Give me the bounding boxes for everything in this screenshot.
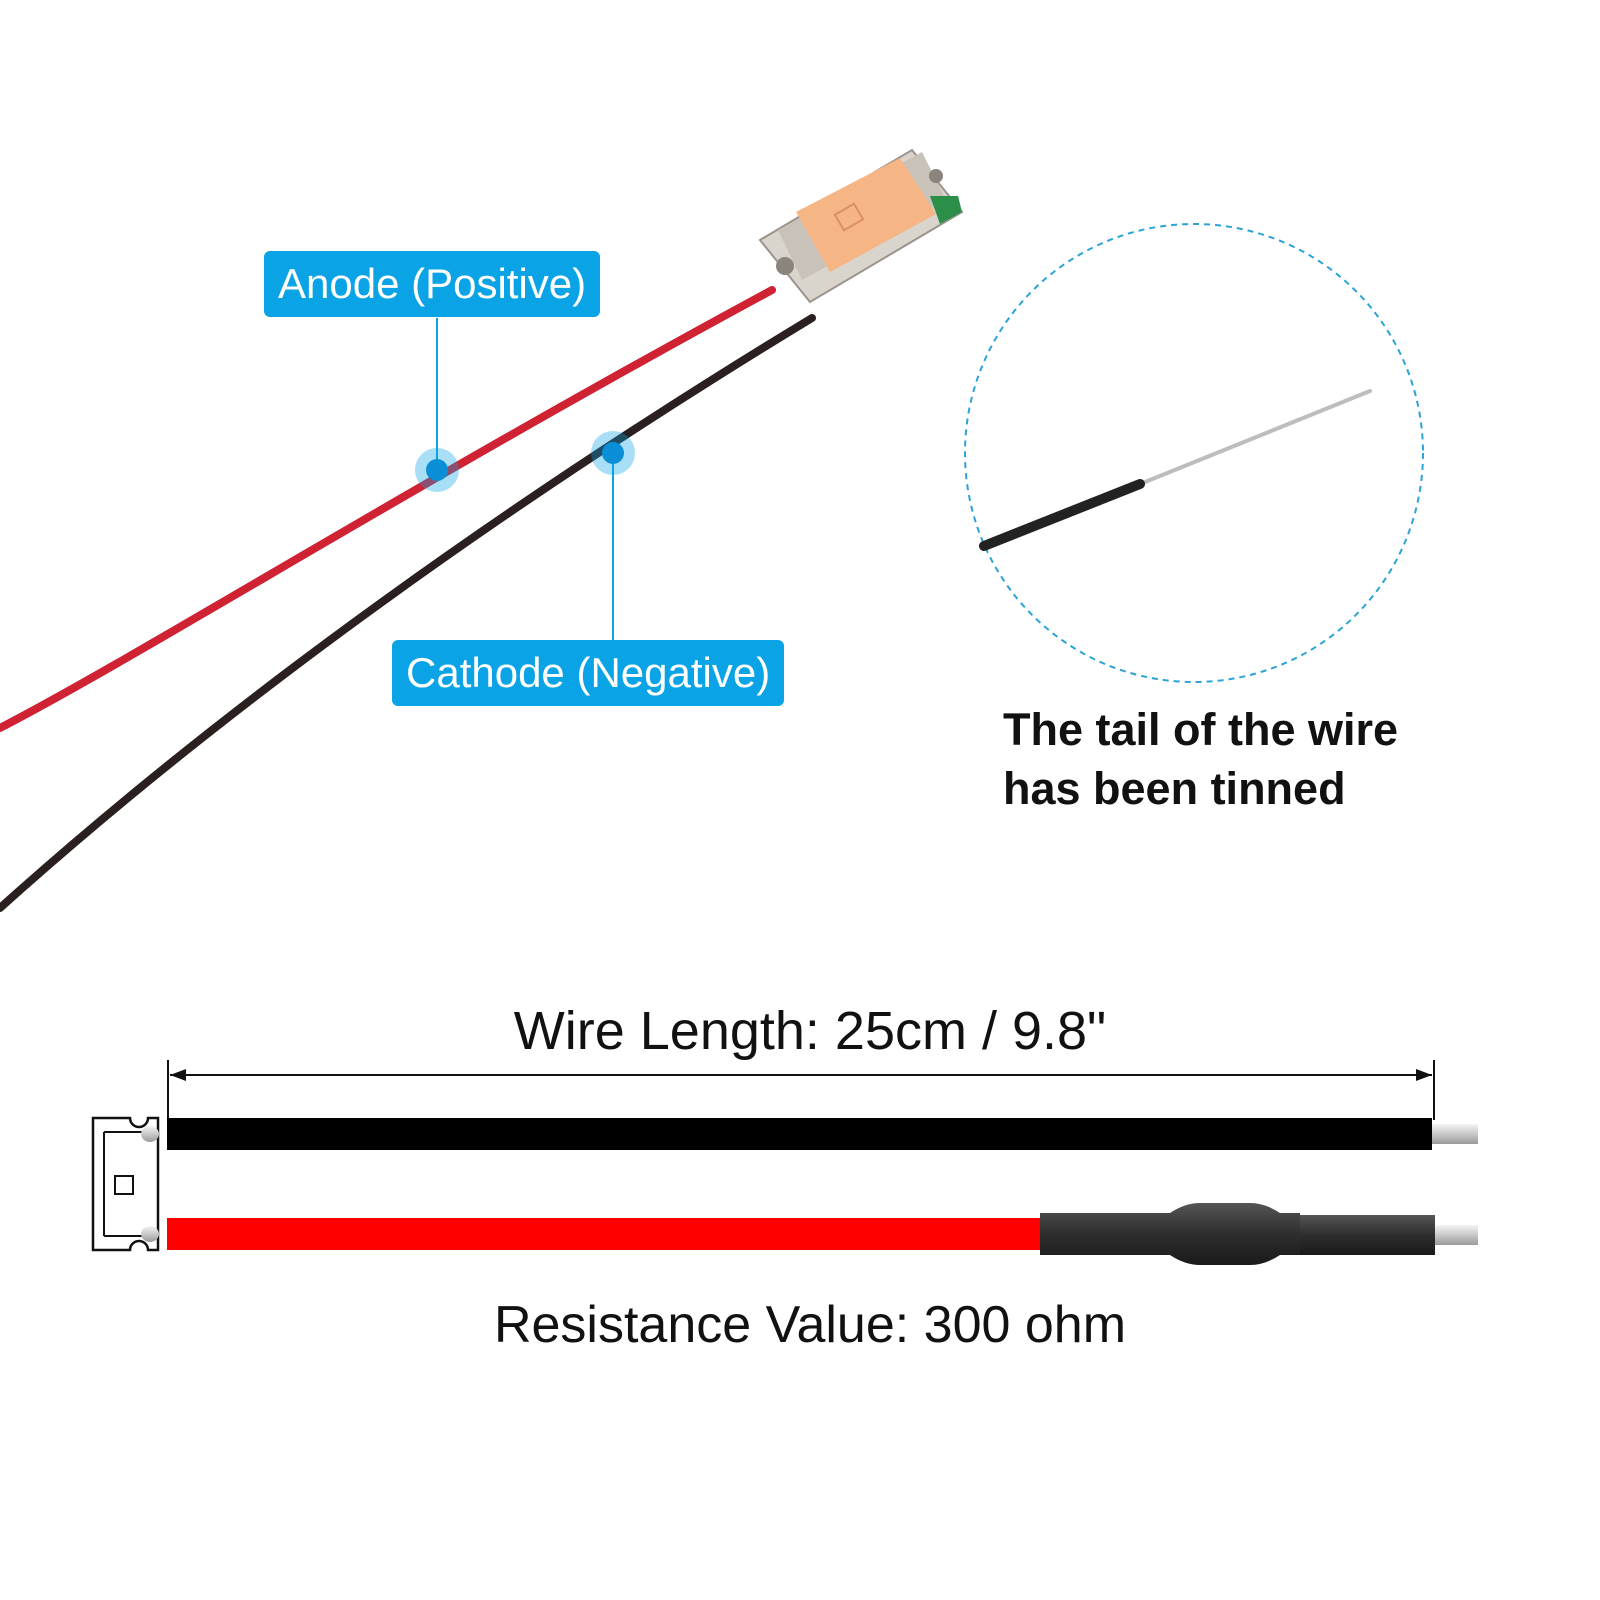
anode-marker [426, 459, 448, 481]
resistance-label: Resistance Value: 300 ohm [493, 1296, 1127, 1354]
tinned-tip [1138, 389, 1372, 486]
anode-label: Anode (Positive) [264, 251, 601, 317]
cathode-marker [602, 442, 624, 464]
diagram-black-wire [167, 1118, 1432, 1150]
positive-wire [0, 286, 776, 732]
led-outline-icon [91, 1116, 160, 1252]
wire-length-label: Wire Length: 25cm / 9.8" [513, 1001, 1107, 1061]
tinned-tail-note-line1: The tail of the wire [1003, 704, 1399, 755]
smd-led [758, 148, 964, 304]
black-wire-tin-tip [1432, 1124, 1478, 1144]
tail-wire [979, 479, 1145, 551]
wire-length-dimension [167, 1060, 1435, 1120]
heat-shrink-resistor [1040, 1203, 1300, 1265]
zoom-circle [964, 223, 1424, 683]
tinned-tail-note-line2: has been tinned [1003, 763, 1346, 814]
red-wire-tin-tip [1435, 1225, 1478, 1245]
negative-wire [0, 314, 816, 912]
tinned-tail-note: The tail of the wire has been tinned [1003, 700, 1563, 818]
diagram-red-wire [167, 1218, 1040, 1250]
cathode-label: Cathode (Negative) [392, 640, 785, 706]
heat-shrink-tail [1300, 1215, 1435, 1255]
